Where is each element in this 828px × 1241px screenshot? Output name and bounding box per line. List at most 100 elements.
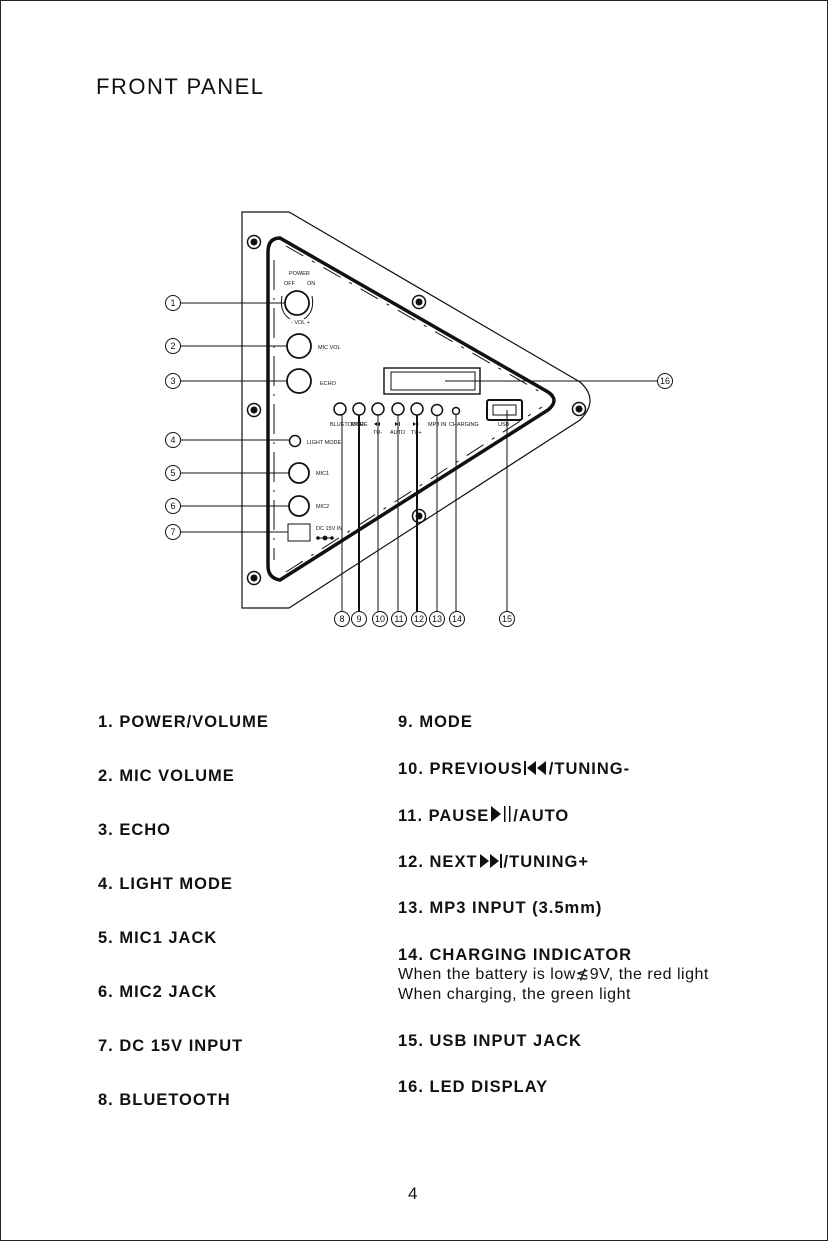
svg-text:4: 4 xyxy=(170,435,175,445)
callout-12: 12 xyxy=(411,611,427,627)
legend-item-usb: 15. USB INPUT JACK xyxy=(398,1031,709,1078)
next-button xyxy=(410,402,424,416)
legend-text: /TUNING+ xyxy=(503,852,589,871)
svg-text:5: 5 xyxy=(170,468,175,478)
screw-icon xyxy=(246,234,262,250)
power-volume-knob xyxy=(284,290,310,316)
legend-item: 1. POWER/VOLUME xyxy=(98,713,269,731)
callout-7: 7 xyxy=(165,524,181,540)
legend-text: 15. USB INPUT JACK xyxy=(398,1031,582,1050)
bluetooth-label: BLUETOOTH xyxy=(330,422,364,428)
callout-5: 5 xyxy=(165,465,181,481)
dc-input-jack xyxy=(287,523,311,542)
pause-button xyxy=(391,402,405,416)
legend-item-pause: 11. PAUSE/AUTO xyxy=(398,805,709,852)
callout-4: 4 xyxy=(165,432,181,448)
legend-text: 16. LED DISPLAY xyxy=(398,1078,549,1096)
legend-text: 12. NEXT xyxy=(398,852,478,871)
light-mode-button xyxy=(288,434,302,448)
callout-2: 2 xyxy=(165,338,181,354)
pause-small-icon xyxy=(395,422,400,426)
front-panel-diagram: POWER OFF ON - VOL + MIC VOL ECHO LIGHT … xyxy=(165,211,673,627)
callout-16: 16 xyxy=(657,373,673,389)
legend-text: 10. PREVIOUS xyxy=(398,759,523,778)
legend-left: 1. POWER/VOLUME 2. MIC VOLUME 3. ECHO 4.… xyxy=(98,712,269,1144)
legend-item-next: 12. NEXT/TUNING+ xyxy=(398,852,709,899)
legend-text: 13. MP3 INPUT (3.5mm) xyxy=(398,899,603,917)
svg-text:7: 7 xyxy=(170,527,175,537)
callout-9: 9 xyxy=(351,611,367,627)
dc-in-label: DC 15V IN xyxy=(316,526,342,532)
legend-text: 14. CHARGING INDICATOR xyxy=(398,945,633,964)
charging-description: When charging, the green light xyxy=(398,985,631,1003)
svg-text:16: 16 xyxy=(660,376,670,386)
screw-icon xyxy=(411,508,427,524)
svg-text:15: 15 xyxy=(502,614,512,624)
screw-icon xyxy=(411,294,427,310)
play-pause-icon xyxy=(491,806,511,822)
light-mode-label: LIGHT MODE xyxy=(307,440,341,446)
usb-port xyxy=(486,399,523,421)
legend-item: 6. MIC2 JACK xyxy=(98,983,218,1001)
callout-6: 6 xyxy=(165,498,181,514)
legend-item: 5. MIC1 JACK xyxy=(98,929,218,947)
mode-button xyxy=(352,402,366,416)
media-glyph-group xyxy=(374,422,419,426)
page-title: FRONT PANEL xyxy=(96,74,265,99)
callout-8: 8 xyxy=(334,611,350,627)
previous-small-icon xyxy=(374,422,380,426)
callout-13: 13 xyxy=(429,611,445,627)
screw-icon xyxy=(571,401,587,417)
legend-item-previous: 10. PREVIOUS/TUNING- xyxy=(398,759,709,806)
echo-knob xyxy=(286,368,312,394)
on-label: ON xyxy=(307,281,315,287)
svg-text:9: 9 xyxy=(356,614,361,624)
legend-item: 3. ECHO xyxy=(98,821,172,839)
callout-14: 14 xyxy=(449,611,465,627)
screw-icon xyxy=(246,570,262,586)
bluetooth-button xyxy=(333,402,347,416)
legend-item: 4. LIGHT MODE xyxy=(98,875,233,893)
callout-10: 10 xyxy=(372,611,388,627)
usb-label: USB xyxy=(498,422,510,428)
legend-item-led: 16. LED DISPLAY xyxy=(398,1077,709,1117)
svg-text:8: 8 xyxy=(339,614,344,624)
svg-text:12: 12 xyxy=(414,614,424,624)
legend-item: 2. MIC VOLUME xyxy=(98,767,235,785)
callout-1: 1 xyxy=(165,295,181,311)
svg-text:14: 14 xyxy=(452,614,462,624)
legend-text: /AUTO xyxy=(513,807,570,825)
legend-item-mode: 9. MODE xyxy=(398,712,709,759)
page-number: 4 xyxy=(408,1184,418,1203)
charging-indicator xyxy=(451,406,461,416)
mic-volume-knob xyxy=(286,333,312,359)
mic2-label: MIC2 xyxy=(316,504,329,510)
svg-text:6: 6 xyxy=(170,501,175,511)
mic1-label: MIC1 xyxy=(316,471,329,477)
legend-item: 8. BLUETOOTH xyxy=(98,1091,231,1109)
mic1-jack xyxy=(288,462,310,484)
panel-inner-outline xyxy=(266,236,556,582)
previous-button xyxy=(371,402,385,416)
legend-item-charging: 14. CHARGING INDICATOR When the battery … xyxy=(398,945,709,1031)
svg-text:10: 10 xyxy=(375,614,385,624)
charging-description: When the battery is low≴9V, the red ligh… xyxy=(398,965,709,983)
svg-text:3: 3 xyxy=(170,376,175,386)
legend-text: 11. PAUSE xyxy=(398,807,490,825)
off-label: OFF xyxy=(284,281,296,287)
dc-polarity-icon xyxy=(316,535,334,541)
legend-text: /TUNING- xyxy=(548,759,631,778)
callout-11: 11 xyxy=(391,611,407,627)
screw-icon-group xyxy=(246,234,587,586)
legend-right: 9. MODE 10. PREVIOUS/TUNING- 11. PAUSE/A… xyxy=(398,712,709,1117)
vol-label: - VOL + xyxy=(291,320,310,326)
panel-outer-outline xyxy=(241,211,591,609)
legend-item: 7. DC 15V INPUT xyxy=(98,1037,244,1055)
mic2-jack xyxy=(288,495,310,517)
callout-3: 3 xyxy=(165,373,181,389)
previous-icon xyxy=(523,760,546,775)
screw-icon xyxy=(246,402,262,418)
legend-text: 9. MODE xyxy=(398,713,473,731)
svg-text:13: 13 xyxy=(432,614,442,624)
callout-15: 15 xyxy=(499,611,515,627)
